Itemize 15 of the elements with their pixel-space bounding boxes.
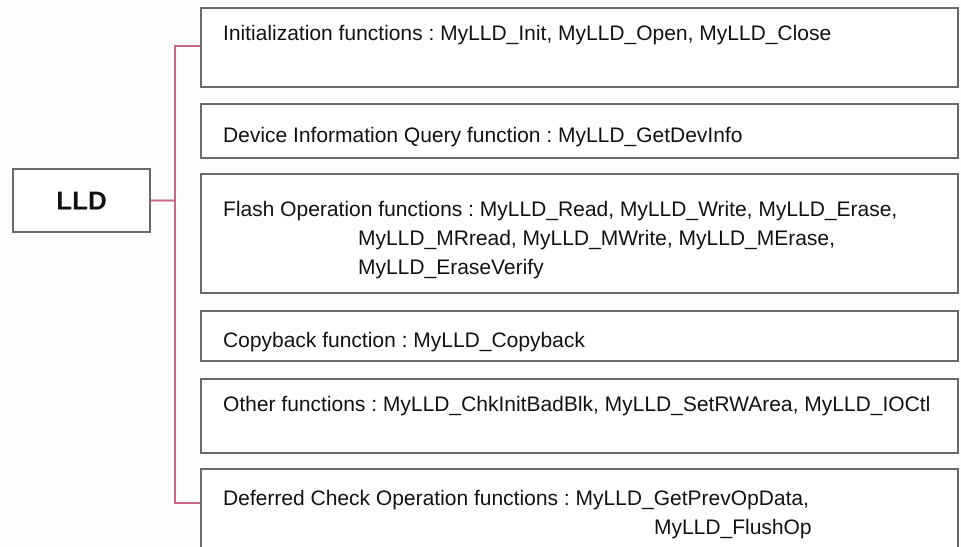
module-name: LLD	[55, 186, 108, 215]
function-list: Deferred Check Operation functions : MyLLD_GetPrevOpData, MyLLD_FlushOp	[223, 484, 948, 542]
bracket-connector	[151, 200, 200, 504]
function-list: Other functions : MyLLD_ChkInitBadBlk, MyLLD_SetRWArea, MyLLD_IOCtl	[223, 390, 948, 419]
function-group-box	[200, 310, 959, 362]
module-box	[12, 168, 151, 233]
function-group-box	[200, 468, 959, 547]
function-list: Flash Operation functions : MyLLD_Read, MyLLD_Write, MyLLD_Erase, MyLLD_MRread, MyLLD_MWrite, MyLLD_MErase, MyLLD_EraseVerify	[223, 195, 928, 282]
function-group-box	[200, 103, 959, 159]
function-list: Device Information Query function : MyLLD_GetDevInfo	[223, 121, 943, 150]
function-group-box	[200, 173, 959, 294]
function-list: Copyback function : MyLLD_Copyback	[223, 326, 943, 355]
function-group-box	[200, 7, 959, 88]
function-list: Initialization functions : MyLLD_Init, MyLLD_Open, MyLLD_Close	[223, 19, 833, 48]
function-group-box	[200, 378, 959, 454]
